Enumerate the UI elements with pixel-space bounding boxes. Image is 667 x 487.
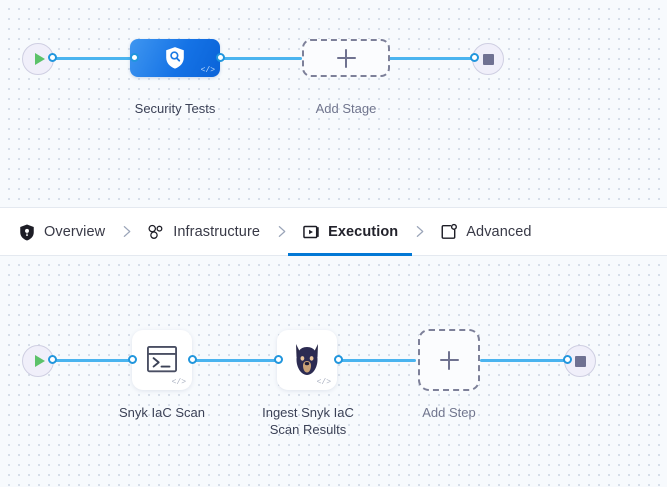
edge-start-to-security-tests xyxy=(52,57,134,60)
step-canvas[interactable]: </> Snyk IaC Scan </> Ingest Snyk I xyxy=(0,256,667,487)
chevron-right-icon xyxy=(416,226,424,237)
tab-execution[interactable]: Execution xyxy=(288,208,413,256)
tab-label-infrastructure: Infrastructure xyxy=(173,223,261,240)
end-input-port[interactable] xyxy=(563,355,572,364)
ingest-results-output-port[interactable] xyxy=(334,355,343,364)
stage-graph: </> Security Tests Add Stage xyxy=(0,0,667,207)
edge-ingest-to-add-step xyxy=(338,359,416,362)
plus-icon xyxy=(336,48,356,68)
edge-security-tests-to-add-stage xyxy=(220,57,302,60)
security-tests-input-port[interactable] xyxy=(130,53,139,62)
tab-separator-1 xyxy=(109,225,143,238)
stop-icon xyxy=(482,53,494,65)
end-input-port[interactable] xyxy=(470,53,479,62)
play-box-icon xyxy=(303,225,319,238)
add-stage-button[interactable] xyxy=(302,39,390,77)
tab-infrastructure[interactable]: Infrastructure xyxy=(143,208,264,256)
edge-start-to-snyk-iac-scan xyxy=(52,359,132,362)
stage-node-security-tests[interactable]: </> xyxy=(130,39,220,77)
add-stage-label: Add Stage xyxy=(315,101,377,116)
snyk-dog-icon xyxy=(296,344,318,375)
play-icon xyxy=(34,53,45,65)
tab-separator-2 xyxy=(264,225,298,238)
step-graph: </> Snyk IaC Scan </> Ingest Snyk I xyxy=(0,256,667,487)
shield-icon xyxy=(20,224,34,241)
edge-add-stage-to-end xyxy=(388,57,474,60)
start-output-port[interactable] xyxy=(48,355,57,364)
code-badge: </> xyxy=(200,66,215,75)
stage-canvas[interactable]: </> Security Tests Add Stage xyxy=(0,0,667,207)
tab-advanced[interactable]: Advanced xyxy=(436,208,535,256)
step-node-ingest-snyk-iac-results[interactable]: </> xyxy=(277,330,337,390)
add-step-button[interactable] xyxy=(418,329,480,391)
card-gear-icon xyxy=(441,223,458,239)
tab-label-advanced: Advanced xyxy=(466,223,532,240)
play-icon xyxy=(34,355,45,367)
step-label-snyk-iac-scan: Snyk IaC Scan xyxy=(119,405,205,420)
tab-label-overview: Overview xyxy=(44,223,106,240)
step-node-snyk-iac-scan[interactable]: </> xyxy=(132,330,192,390)
shield-search-icon xyxy=(166,47,184,69)
start-output-port[interactable] xyxy=(48,53,57,62)
chevron-right-icon xyxy=(123,226,131,237)
terminal-icon xyxy=(147,345,177,373)
step-label-ingest-snyk-iac-results: Ingest Snyk IaC Scan Results xyxy=(262,405,354,437)
plus-icon xyxy=(439,350,459,370)
snyk-iac-scan-output-port[interactable] xyxy=(188,355,197,364)
edge-snyk-iac-scan-to-ingest xyxy=(192,359,278,362)
stage-label-security-tests: Security Tests xyxy=(134,101,216,116)
edge-add-step-to-end xyxy=(480,359,568,362)
code-badge: </> xyxy=(171,378,186,387)
pipeline-tabbar: Overview Infrastructure xyxy=(0,207,667,256)
tab-separator-3 xyxy=(402,225,436,238)
tab-overview[interactable]: Overview xyxy=(14,208,109,256)
tab-label-execution: Execution xyxy=(328,223,399,240)
security-tests-output-port[interactable] xyxy=(216,53,225,62)
ingest-results-input-port[interactable] xyxy=(274,355,283,364)
add-step-label: Add Step xyxy=(422,405,476,420)
stop-icon xyxy=(574,355,586,367)
code-badge: </> xyxy=(316,378,331,387)
chevron-right-icon xyxy=(278,226,285,237)
nodes-icon xyxy=(148,224,163,239)
snyk-iac-scan-input-port[interactable] xyxy=(128,355,137,364)
